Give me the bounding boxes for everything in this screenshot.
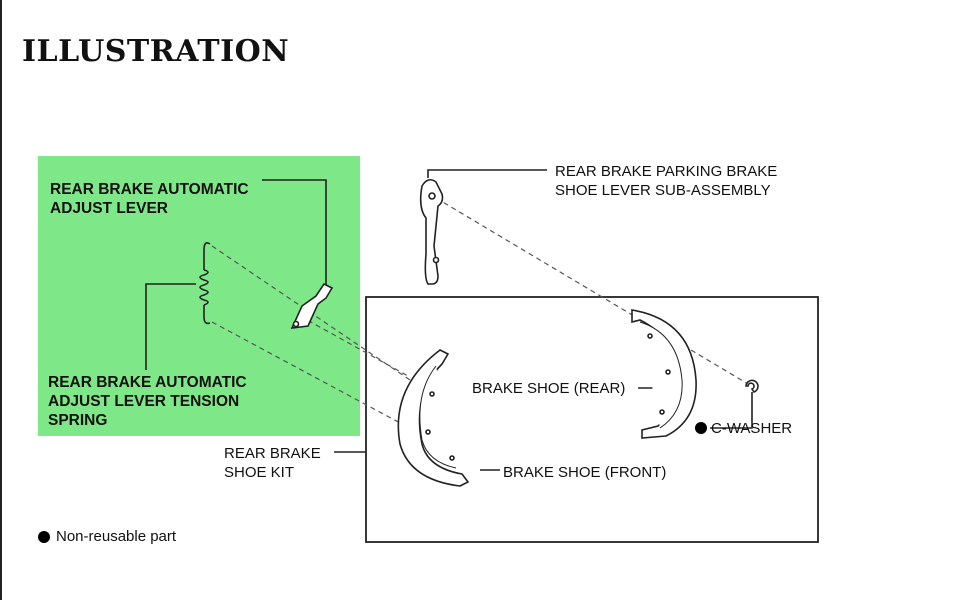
- tension-spring-part: [199, 242, 211, 325]
- legend-non-reusable-icon: [38, 531, 50, 543]
- dashed-line-lever: [299, 315, 409, 377]
- label-shoe-kit: REAR BRAKE SHOE KIT: [224, 445, 321, 481]
- label-parking-lever: REAR BRAKE PARKING BRAKE SHOE LEVER SUB-…: [555, 163, 778, 199]
- label-c-washer: C-WASHER: [711, 420, 793, 437]
- page-title: ILLUSTRATION: [22, 34, 290, 69]
- label-brake-shoe-front: BRAKE SHOE (FRONT): [503, 464, 667, 481]
- parking-lever-part: [419, 178, 444, 285]
- leader-parking-lever: [427, 169, 547, 178]
- adjust-lever-part: [290, 282, 334, 329]
- leader-tension-spring: [145, 283, 196, 370]
- non-reusable-mark: [695, 422, 707, 434]
- label-adjust-lever: REAR BRAKE AUTOMATIC ADJUST LEVER: [50, 181, 249, 217]
- leader-adjust-lever: [262, 179, 327, 290]
- leader-c-washer: [710, 392, 753, 429]
- brake-shoe-front-part: [397, 349, 470, 487]
- page-left-border: [0, 0, 2, 600]
- dashed-line-parking: [435, 197, 749, 385]
- legend-non-reusable-text: Non-reusable part: [56, 528, 177, 545]
- brake-shoe-rear-part: [631, 309, 697, 439]
- label-brake-shoe-rear: BRAKE SHOE (REAR): [472, 380, 626, 397]
- shoe-kit-box: [365, 296, 819, 543]
- label-tension-spring: REAR BRAKE AUTOMATIC ADJUST LEVER TENSIO…: [48, 374, 247, 429]
- highlight-region: [38, 156, 360, 436]
- c-washer-part: [745, 379, 759, 393]
